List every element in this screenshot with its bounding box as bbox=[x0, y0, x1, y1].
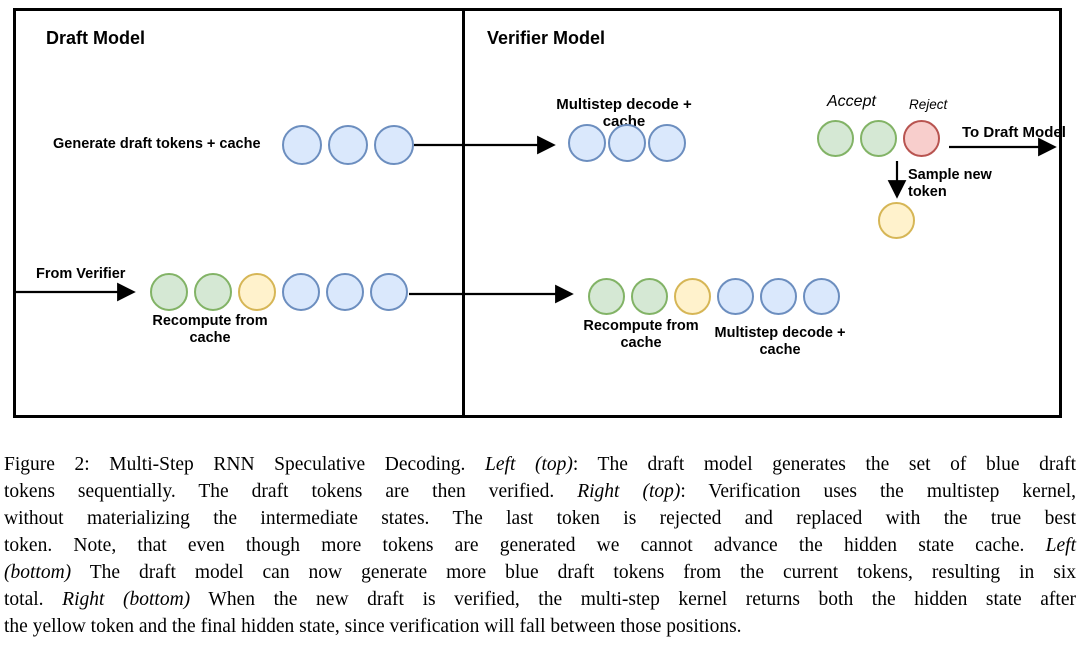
token-circle-blue bbox=[326, 273, 364, 311]
multistep-decode-cache-label-top: Multistep decode + cache bbox=[556, 96, 692, 130]
token-circle-blue bbox=[648, 124, 686, 162]
token-circle-yellow bbox=[238, 273, 276, 311]
token-circle-blue bbox=[282, 125, 322, 165]
token-circle-green bbox=[860, 120, 897, 157]
token-circle-green bbox=[150, 273, 188, 311]
token-circle-blue bbox=[374, 125, 414, 165]
multistep-decode-cache-label-bottom: Multistep decode + cache bbox=[714, 325, 846, 358]
token-circle-blue bbox=[568, 124, 606, 162]
token-circle-blue bbox=[370, 273, 408, 311]
caption-line: the yellow token and the final hidden st… bbox=[4, 616, 742, 637]
token-circle-blue bbox=[803, 278, 840, 315]
panel-divider bbox=[462, 8, 465, 418]
figure-diagram: Draft Model Generate draft tokens + cach… bbox=[13, 8, 1066, 418]
token-circle-blue bbox=[608, 124, 646, 162]
token-row-draft-top bbox=[282, 125, 414, 165]
token-circle-yellow bbox=[674, 278, 711, 315]
caption-line: without materializing the intermediate s… bbox=[4, 508, 1076, 529]
token-row-verifier-bottom bbox=[588, 278, 840, 315]
draft-model-title: Draft Model bbox=[46, 28, 145, 48]
caption-line: Figure 2: Multi-Step RNN Speculative Dec… bbox=[4, 454, 1076, 475]
caption-line: token. Note, that even though more token… bbox=[4, 535, 1076, 556]
sample-new-token-label: Sample new token bbox=[908, 167, 992, 200]
from-verifier-label: From Verifier bbox=[36, 266, 126, 282]
token-row-accept-reject bbox=[817, 120, 940, 157]
token-circle-green bbox=[631, 278, 668, 315]
token-row-verifier-top bbox=[568, 124, 686, 162]
token-circle-blue bbox=[328, 125, 368, 165]
caption-line: (bottom) The draft model can now generat… bbox=[4, 562, 1076, 583]
token-row-new-sampled-token bbox=[878, 202, 915, 239]
token-circle-red bbox=[903, 120, 940, 157]
token-circle-blue bbox=[760, 278, 797, 315]
token-row-draft-bottom bbox=[150, 273, 408, 311]
token-circle-yellow bbox=[878, 202, 915, 239]
generate-draft-tokens-label: Generate draft tokens + cache bbox=[53, 136, 261, 152]
token-circle-blue bbox=[282, 273, 320, 311]
caption-line: tokens sequentially. The draft tokens ar… bbox=[4, 481, 1076, 502]
reject-label: Reject bbox=[909, 97, 948, 112]
token-circle-green bbox=[194, 273, 232, 311]
token-circle-blue bbox=[717, 278, 754, 315]
accept-label: Accept bbox=[827, 93, 876, 110]
figure-caption: Figure 2: Multi-Step RNN Speculative Dec… bbox=[4, 451, 1076, 640]
caption-line: total. Right (bottom) When the new draft… bbox=[4, 589, 1076, 610]
verifier-model-title: Verifier Model bbox=[487, 28, 606, 48]
to-draft-model-label: To Draft Model bbox=[962, 124, 1066, 141]
recompute-from-cache-label-left: Recompute from cache bbox=[152, 313, 268, 346]
recompute-from-cache-label-right: Recompute from cache bbox=[583, 318, 699, 351]
token-circle-green bbox=[817, 120, 854, 157]
token-circle-green bbox=[588, 278, 625, 315]
